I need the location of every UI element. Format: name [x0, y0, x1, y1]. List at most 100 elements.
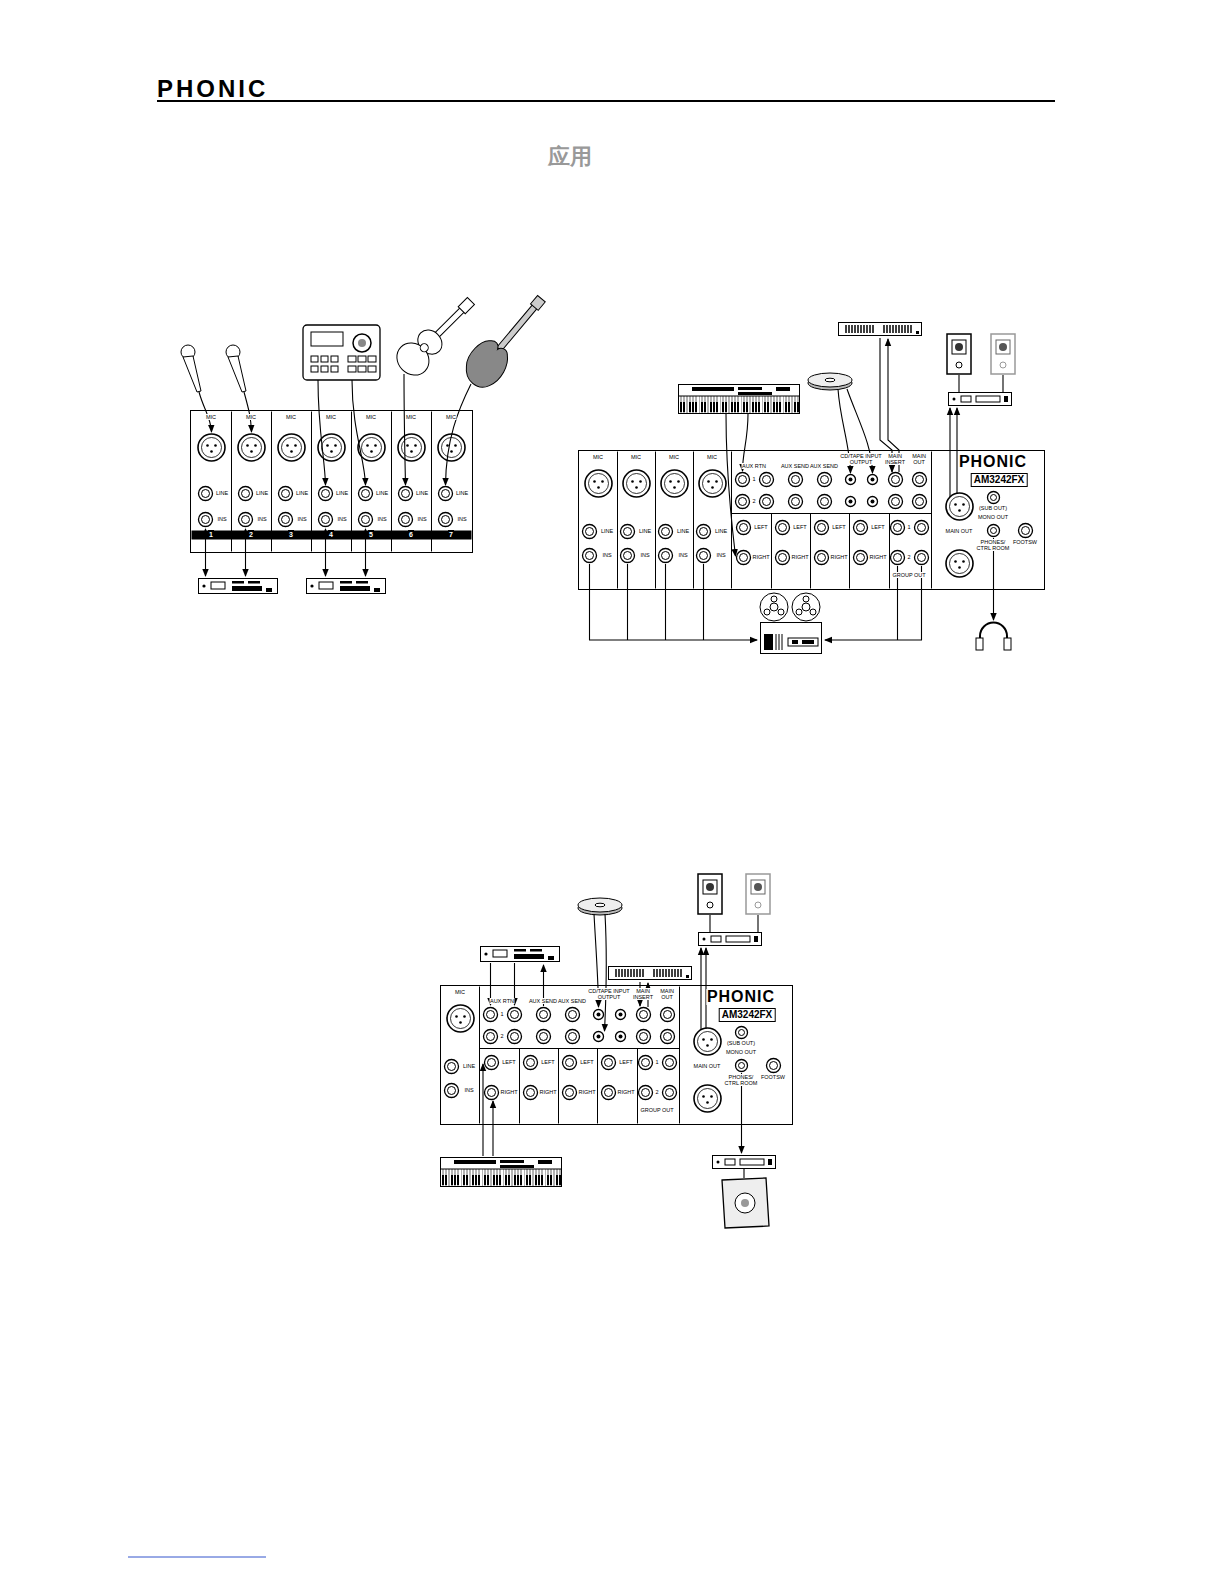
panel-label: 2 [752, 498, 756, 504]
xlr-jack-ring [451, 1009, 471, 1029]
phone-jack-hole [540, 1011, 548, 1019]
panel-label: MONO OUT [725, 1049, 756, 1055]
phone-jack-hole [739, 1030, 745, 1036]
subwoofer [722, 1178, 769, 1228]
phone-jack-hole [916, 476, 924, 484]
subwoofer [722, 1178, 769, 1228]
drum-machine [368, 366, 376, 372]
panel-label: AUX SEND [809, 463, 838, 469]
phone-jack [767, 1059, 781, 1073]
microphone [183, 356, 201, 392]
xlr-pin [246, 444, 249, 447]
cable [958, 375, 959, 392]
phone-jack-hole [642, 1059, 650, 1067]
phone-jack-hole [662, 528, 670, 536]
panel-label: INS [716, 552, 726, 558]
phone-jack [889, 495, 903, 509]
phone-jack [988, 525, 1000, 537]
phone-jack [915, 521, 929, 535]
panel-label: LEFT [502, 1059, 516, 1065]
phone-jack [566, 1030, 580, 1044]
channel-number: 3 [288, 530, 294, 539]
channel-number-bar [192, 531, 472, 540]
phone-jack-hole [566, 1059, 574, 1067]
phone-jack [508, 1008, 522, 1022]
phone-jack [537, 1008, 551, 1022]
xlr-jack-ring [698, 1089, 718, 1109]
xlr-jack-ring [242, 438, 262, 458]
xlr-pin [410, 450, 413, 453]
phone-jack-hole [511, 1033, 519, 1041]
panel-label: MIC [405, 414, 416, 420]
phone-jack-hole [918, 554, 926, 562]
xlr-pin [601, 480, 604, 483]
xlr-jack-ring [442, 438, 462, 458]
devices [199, 323, 1016, 1187]
phone-jack-hole [821, 498, 829, 506]
panel-divider [479, 987, 480, 1124]
phone-jack [639, 1086, 653, 1100]
xlr-pin [214, 444, 217, 447]
panel-label: MIC [592, 454, 603, 460]
xlr-pin [702, 1095, 705, 1098]
headphones [976, 623, 1011, 651]
phone-jack [439, 513, 453, 527]
panel-label: LINE [455, 490, 468, 496]
cable [318, 380, 326, 485]
cable [1002, 375, 1003, 392]
xlr-pin [715, 480, 718, 483]
acoustic-guitar [458, 298, 474, 314]
xlr-jack-ring [282, 438, 302, 458]
mixer-panel: MICLINEINSMICLINEINSMICLINEINSMICLINEINS… [578, 450, 1045, 590]
xlr-pin [326, 444, 329, 447]
panel-label: LEFT [832, 524, 846, 530]
phone-jack-hole [739, 1063, 745, 1069]
panel-label: LINE [638, 528, 651, 534]
phone-jack [621, 525, 635, 539]
subwoofer [735, 1193, 755, 1213]
phone-jack [399, 487, 413, 501]
phone-jack [737, 551, 751, 565]
rca-pin [619, 1013, 623, 1017]
xlr-jack [398, 434, 425, 461]
panel-label: LINE [215, 490, 228, 496]
xlr-pin [366, 444, 369, 447]
phone-jack [913, 473, 927, 487]
phone-jack-hole [540, 1033, 548, 1041]
phone-jack [199, 513, 213, 527]
rca-pin [871, 500, 875, 504]
rca-jack [594, 1010, 604, 1020]
phone-jack [915, 551, 929, 565]
panel-label: AUX RTN [489, 998, 514, 1004]
cable [703, 564, 704, 640]
phone-jack-hole [666, 1089, 674, 1097]
devices [760, 593, 822, 654]
phone-jack-hole [770, 1062, 778, 1070]
phone-jack-hole [918, 524, 926, 532]
cable [757, 915, 758, 932]
rca-pin [619, 1035, 623, 1039]
cable [590, 564, 758, 640]
xlr-pin [250, 450, 253, 453]
phone-jack [239, 513, 253, 527]
model-name: AM3242FX [971, 473, 1028, 487]
phone-jack [736, 473, 750, 487]
phone-jack [508, 1030, 522, 1044]
panel-label: LINE [375, 490, 388, 496]
panel-label: AUX SEND [557, 998, 586, 1004]
xlr-pin [962, 560, 965, 563]
panel-label: INS [602, 552, 612, 558]
drum-machine [331, 356, 338, 362]
panel-label: INS [464, 1087, 474, 1093]
cable [709, 915, 710, 932]
panel-hardware [192, 412, 1033, 1124]
panel-divider [732, 513, 932, 514]
panel-label: AUX RTN [741, 463, 766, 469]
panel-label: FOOTSW [760, 1074, 785, 1080]
panel-label: LINE [462, 1063, 475, 1069]
rca-jack [616, 1032, 626, 1042]
phone-jack [988, 492, 1000, 504]
cable [199, 338, 1003, 1178]
panel-label: LINE [415, 490, 428, 496]
devices [679, 385, 800, 414]
